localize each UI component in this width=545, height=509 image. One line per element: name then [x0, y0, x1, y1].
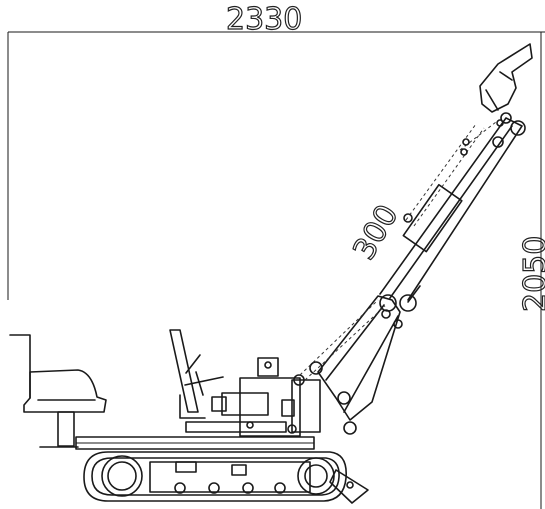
dimension-frame	[7, 31, 545, 509]
control-levers	[169, 329, 224, 419]
boom-swing-label: 300	[347, 199, 406, 266]
overall-length-label: 2330	[226, 2, 302, 37]
operator-seat	[9, 334, 107, 448]
chassis-frame	[75, 421, 315, 450]
hydraulic-cylinder	[403, 119, 504, 227]
engine-unit	[211, 357, 321, 437]
boom-upper-arm	[379, 117, 526, 319]
idler-wheel	[297, 457, 335, 495]
max-height-label: 2050	[518, 236, 545, 312]
drive-sprocket	[101, 455, 143, 497]
bucket	[479, 43, 533, 124]
boom-lower	[299, 295, 403, 435]
seat-post	[57, 411, 75, 447]
dozer-blade	[329, 469, 369, 504]
crawler-track	[83, 451, 347, 502]
